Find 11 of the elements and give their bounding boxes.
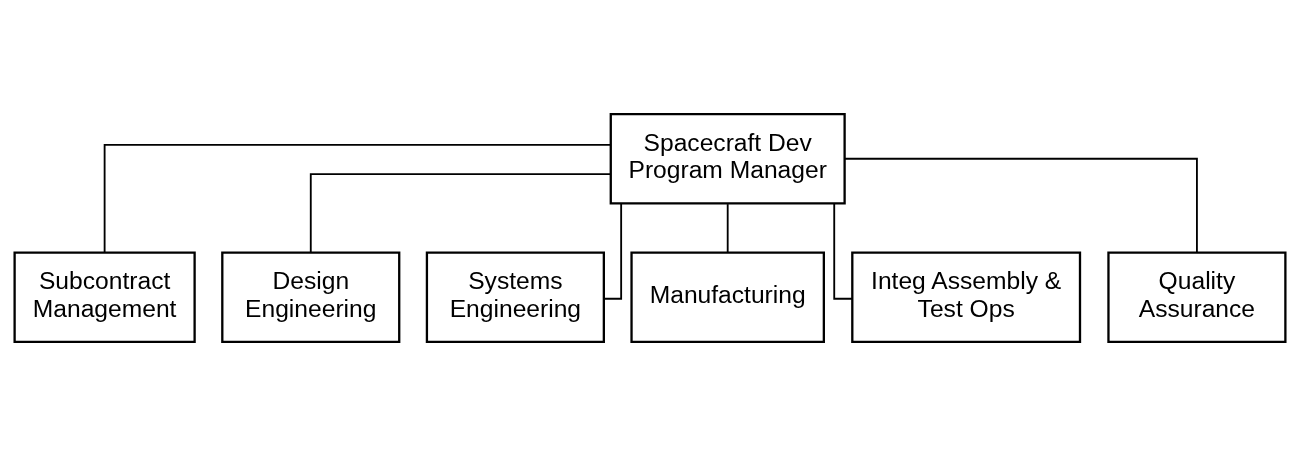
node-box: Quality Assurance [1107,251,1287,343]
connector [726,203,729,254]
node-box: Subcontract Management [13,251,196,343]
node-box: Manufacturing [630,251,825,343]
connector [843,157,1198,253]
connector [103,144,612,254]
node-box: Spacecraft Dev Program Manager [609,113,846,205]
node-box: Systems Engineering [425,251,605,343]
node-box: Design Engineering [221,251,401,343]
connector [309,173,612,254]
node-box: Integ Assembly & Test Ops [851,251,1082,343]
